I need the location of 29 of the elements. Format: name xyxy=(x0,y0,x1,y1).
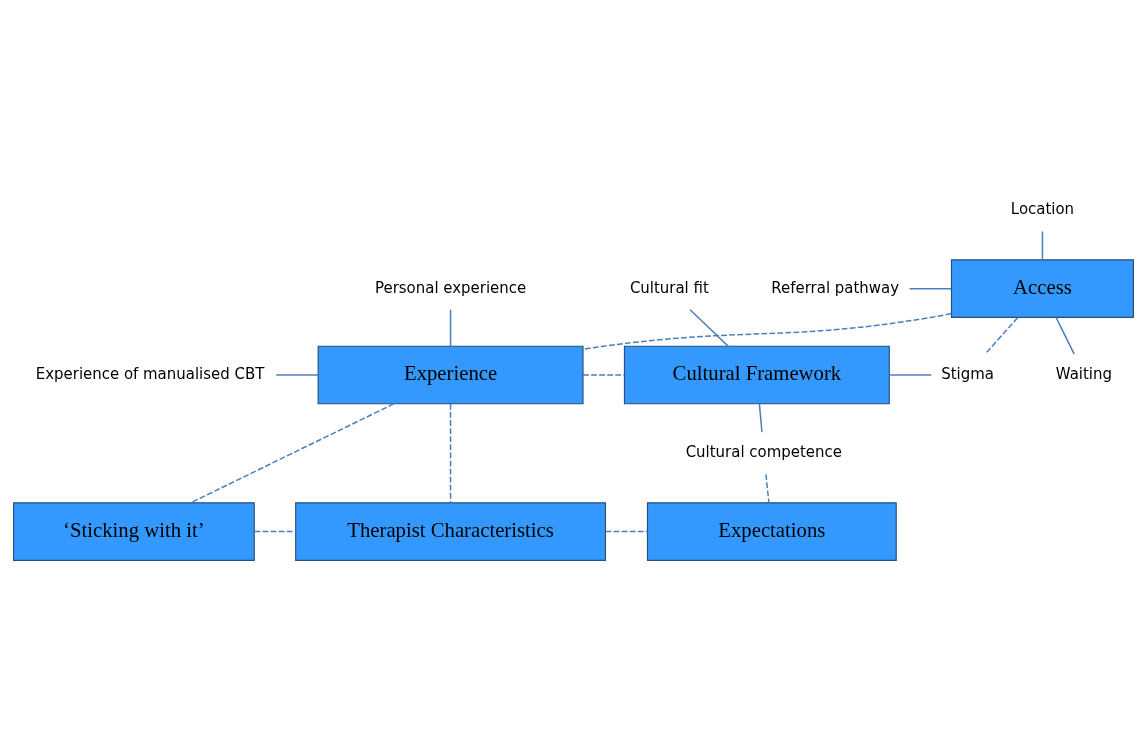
node-box: Experience xyxy=(317,345,584,404)
node-box: Expectations xyxy=(646,501,897,561)
connector xyxy=(582,312,952,350)
node-box: Therapist Characteristics xyxy=(295,501,607,561)
connector xyxy=(275,373,319,376)
node-box: ‘Sticking with it’ xyxy=(13,501,255,561)
connector xyxy=(758,402,763,433)
node-text: Personal experience xyxy=(374,278,527,297)
connector xyxy=(1055,316,1075,355)
connector xyxy=(449,402,452,503)
node-text: Experience of manualised CBT xyxy=(35,364,265,383)
connector xyxy=(888,373,932,376)
connector xyxy=(984,316,1019,355)
connector xyxy=(190,402,395,503)
node-text: Referral pathway xyxy=(771,278,900,297)
node-box: Access xyxy=(950,258,1134,318)
connector xyxy=(765,473,770,503)
node-box: Cultural Framework xyxy=(623,345,890,404)
connector xyxy=(689,308,729,347)
connector xyxy=(908,287,952,289)
node-text: Stigma xyxy=(941,364,994,383)
node-text: Cultural competence xyxy=(685,442,842,461)
connector xyxy=(582,373,625,376)
connector xyxy=(1041,230,1044,260)
connector xyxy=(604,530,649,532)
connector xyxy=(449,308,452,347)
node-text: Cultural fit xyxy=(629,278,709,297)
node-text: Waiting xyxy=(1055,364,1112,383)
node-text: Location xyxy=(1010,199,1075,218)
